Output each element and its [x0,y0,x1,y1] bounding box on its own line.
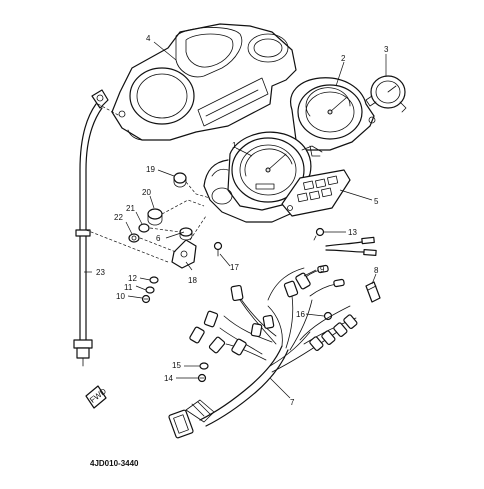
callout-23: 23 [96,268,105,277]
meter-cover [111,23,297,141]
callout-20: 20 [142,188,151,197]
small-parts-cluster [85,103,211,269]
harness-sockets [189,264,358,356]
callout-6: 6 [156,234,161,243]
speedometer-cable [73,89,109,367]
callout-16: 16 [296,310,305,319]
nut [128,233,140,243]
callout-18: 18 [188,276,197,285]
callout-13: 13 [348,228,357,237]
indicator-panel [281,169,351,217]
main-connector [168,399,215,439]
leader-lines [84,41,387,399]
callout-22: 22 [114,213,123,222]
wire-harness [168,264,358,439]
callout-19: 19 [146,165,155,174]
callout-3: 3 [384,45,389,54]
lamp-leads [325,236,381,303]
callout-1: 1 [232,141,237,150]
bulb-socket [365,281,381,303]
callout-2: 2 [341,54,346,63]
callout-5: 5 [374,197,379,206]
callout-4: 4 [146,34,151,43]
knob [147,208,163,220]
callout-17: 17 [230,263,239,272]
meter-housing [203,145,323,223]
speedometer [227,131,312,211]
callout-labels: 1 2 3 4 5 6 7 8 9 10 11 12 13 14 15 16 1… [96,34,389,407]
callout-9: 9 [320,265,325,274]
bracket [171,239,197,269]
callout-10: 10 [116,292,125,301]
callout-14: 14 [164,374,173,383]
temperature-gauge [365,75,407,113]
callout-8: 8 [374,266,379,275]
callout-12: 12 [128,274,137,283]
tachometer [290,77,376,157]
gear [179,227,193,237]
fasteners [141,227,333,383]
callout-21: 21 [126,204,135,213]
callout-15: 15 [172,361,181,370]
callout-7: 7 [290,398,295,407]
callout-11: 11 [124,283,133,292]
diagram-code: 4JD010-3440 [90,459,139,468]
front-direction-tag: FWD [85,385,108,409]
spacer [138,223,150,233]
cap [173,172,187,184]
